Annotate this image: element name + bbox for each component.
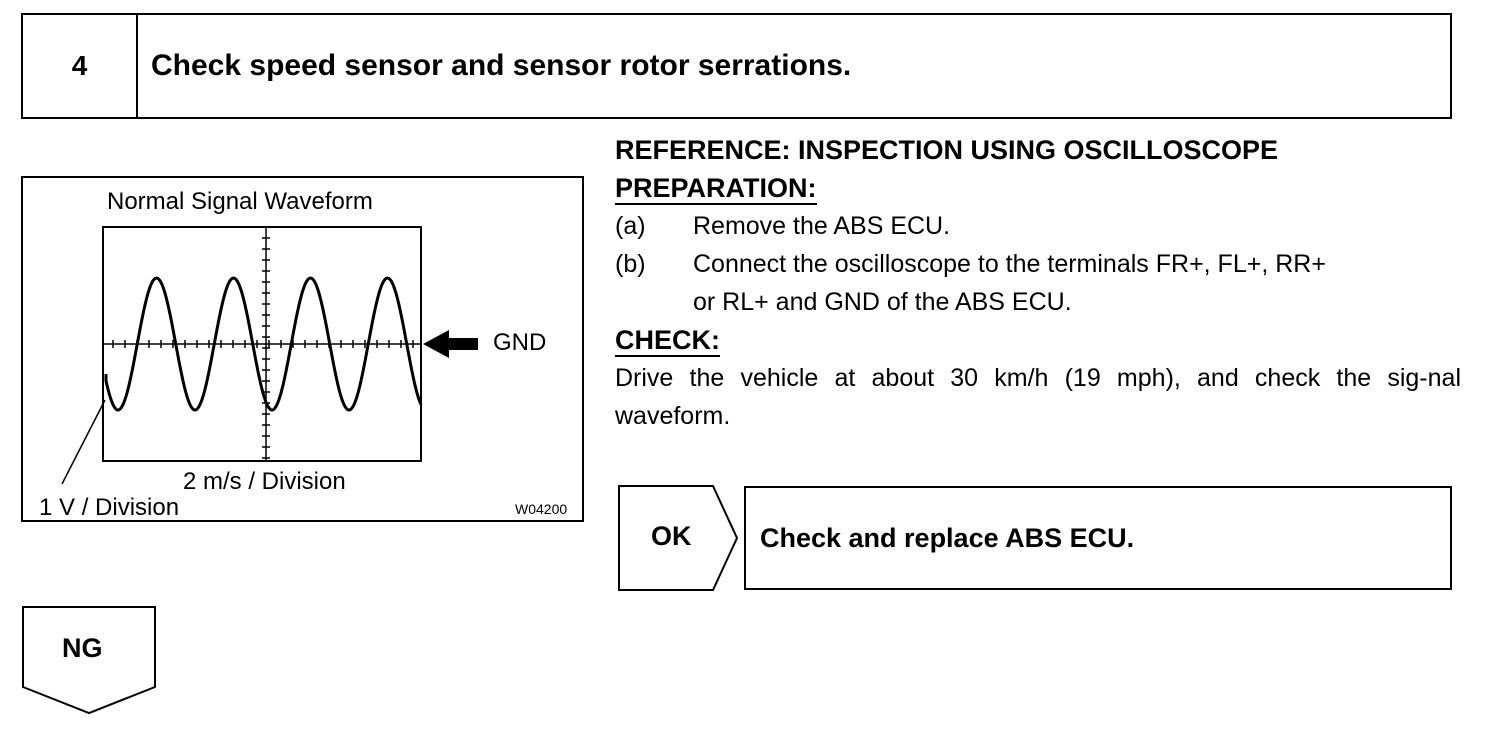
ng-label: NG [62,633,103,663]
waveform-figure: Normal Signal Waveform GND 2 m/s / Divis… [21,176,584,522]
signal-waveform [104,276,423,412]
y-division-label: 1 V / Division [39,494,180,521]
figure-code: W04200 [515,501,568,517]
preparation-heading: PREPARATION: [615,173,817,205]
figure-title: Normal Signal Waveform [107,188,373,215]
step-number: 4 [23,15,138,117]
list-item: (b) Connect the oscilloscope to the term… [615,250,1326,278]
gnd-label: GND [493,329,547,356]
waveform-illustration [61,226,478,485]
ok-arrow-icon [618,485,739,591]
step-header: 4 Check speed sensor and sensor rotor se… [21,13,1452,119]
check-text: Drive the vehicle at about 30 km/h (19 m… [615,364,1461,430]
step-title: Check speed sensor and sensor rotor serr… [151,49,852,82]
list-item: or RL+ and GND of the ABS ECU. [693,288,1072,316]
x-division-label: 2 m/s / Division [183,468,346,495]
reference-section: REFERENCE: INSPECTION USING OSCILLOSCOPE… [615,131,1461,435]
ng-arrow-icon [22,606,156,715]
division-leader-line [61,399,106,485]
ok-label: OK [651,521,692,551]
reference-heading: REFERENCE: INSPECTION USING OSCILLOSCOPE [615,135,1279,165]
ok-action-box: Check and replace ABS ECU. [744,486,1452,590]
gnd-arrow-icon [423,330,478,358]
check-heading: CHECK: [615,325,720,357]
list-item: (a) Remove the ABS ECU. [615,212,951,240]
